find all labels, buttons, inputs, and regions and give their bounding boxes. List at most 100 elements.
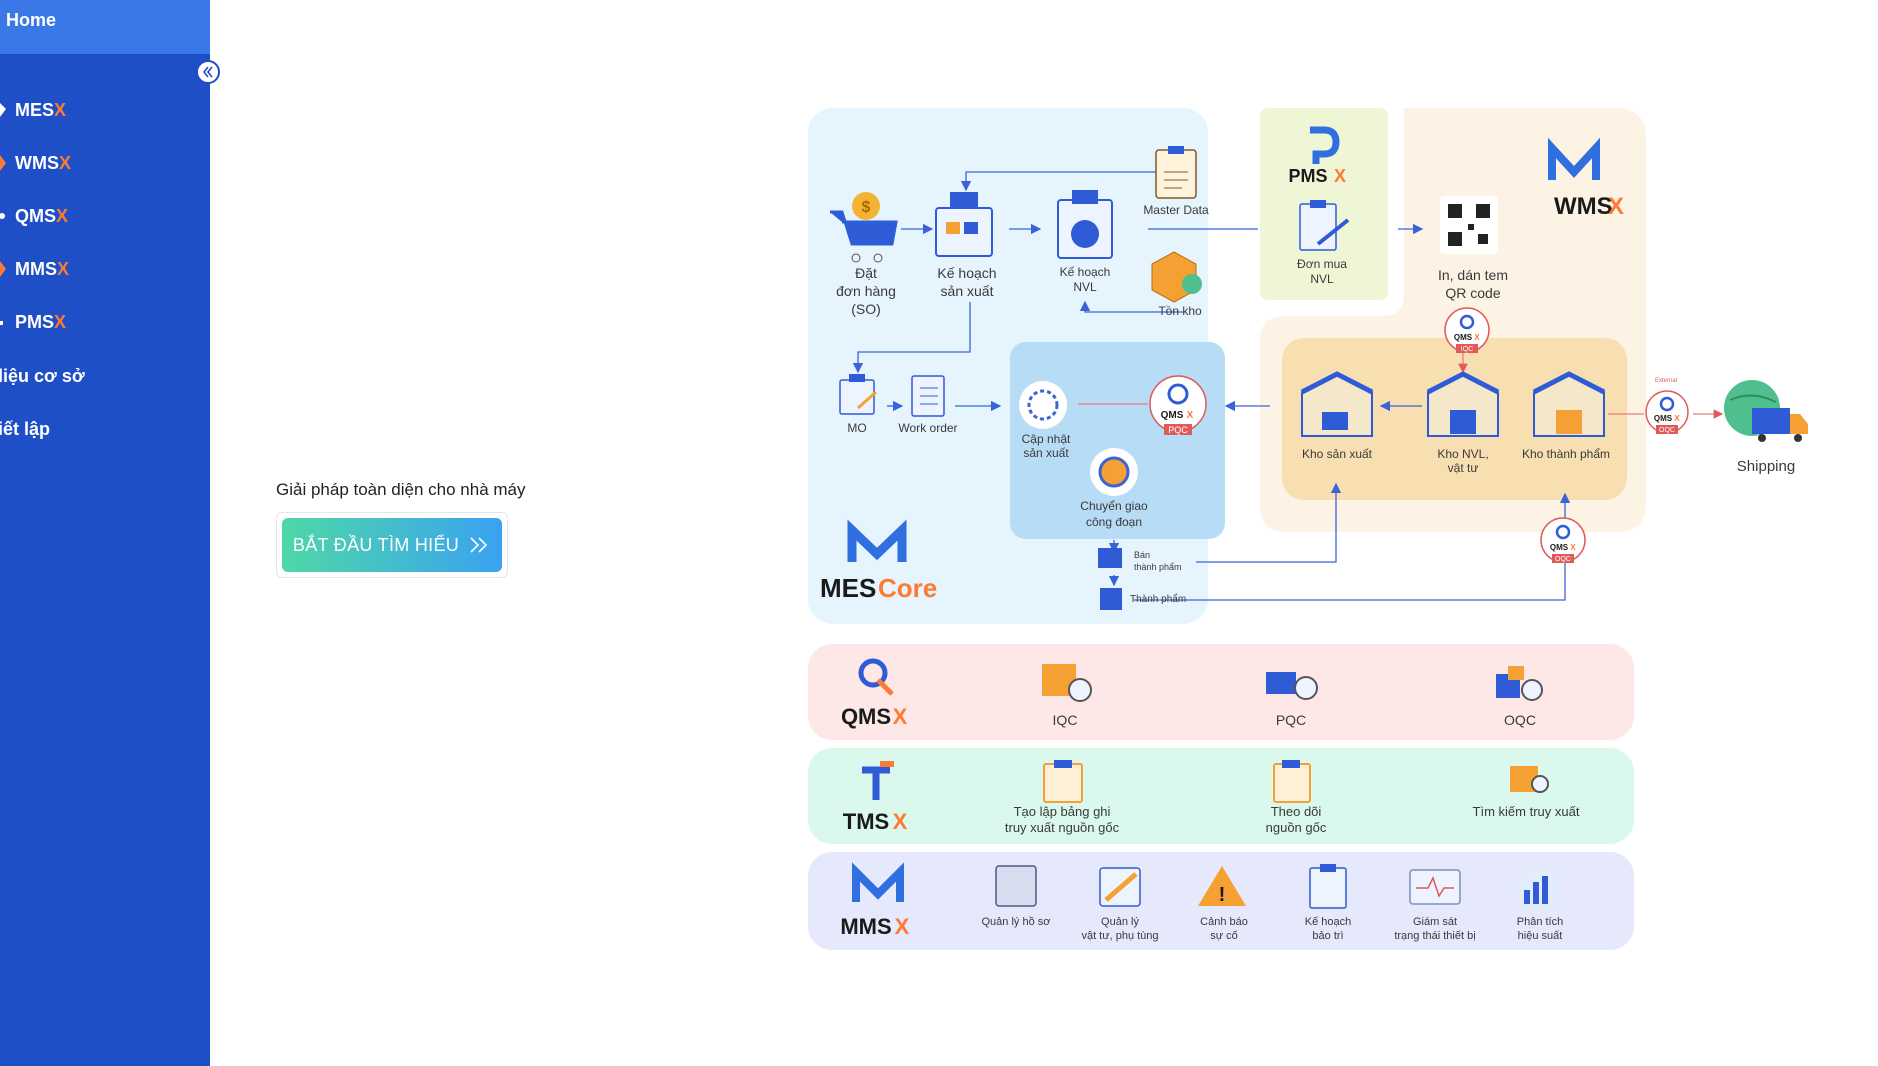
- po-label-2: NVL: [1310, 272, 1334, 286]
- badge-brand: QMS: [1161, 410, 1184, 421]
- qr-label-1: In, dán tem: [1438, 267, 1508, 283]
- sidebar-item-accent: X: [57, 258, 70, 279]
- track-origin-icon: [1273, 760, 1311, 803]
- tmsx-row-brand-accent: X: [893, 809, 908, 834]
- semi-label-2: thành phẩm: [1134, 562, 1182, 572]
- bar-icon: [1533, 882, 1539, 904]
- qmsx-external-oqc-badge: QMS X OQC: [1645, 390, 1689, 434]
- update-label-1: Cập nhật: [1022, 432, 1071, 446]
- badge-brand: QMS: [1454, 333, 1473, 342]
- sidebar-item-accent: X: [54, 311, 67, 332]
- mescore-logo-icon: [847, 519, 907, 562]
- work-order-icon: [911, 375, 945, 417]
- mo-label: MO: [847, 421, 866, 435]
- double-chevron-right-icon: [470, 537, 488, 553]
- sales-order-cart-icon: $: [830, 192, 898, 263]
- badge-label: IQC: [1461, 346, 1473, 353]
- material-plan-icon: [1057, 190, 1113, 259]
- shipping-truck-icon: [1724, 380, 1808, 442]
- mescore-brand-accent: Core: [878, 573, 937, 603]
- wmsx-brand-accent: X: [1608, 193, 1624, 220]
- wmsx-logo-icon: [1548, 137, 1600, 180]
- qmsx-row-brand-accent: X: [893, 704, 908, 729]
- badge-label: PQC: [1168, 425, 1188, 435]
- mmsx-item3-label-1: Cảnh báo: [1200, 916, 1248, 928]
- master-data-label: Master Data: [1143, 203, 1209, 217]
- pqc-icon: [1266, 672, 1318, 700]
- cta-label: BẮT ĐẦU TÌM HIỂU: [292, 534, 460, 555]
- badge-brand: QMS: [1550, 543, 1569, 552]
- double-chevron-left-icon: [202, 66, 213, 78]
- mmsx-logo-icon: [852, 862, 904, 902]
- record-management-icon: [995, 865, 1037, 907]
- pmsx-logo-icon: [1310, 126, 1340, 164]
- master-data-clipboard-icon: [1155, 146, 1197, 199]
- tmsx-item2-label-1: Theo dõi: [1271, 804, 1322, 819]
- collapse-sidebar-button[interactable]: [196, 60, 220, 84]
- plan-label-1: Kế hoạch: [937, 265, 996, 281]
- work-order-label: Work order: [898, 421, 957, 435]
- sidebar-item-settings[interactable]: iết lập: [0, 414, 50, 444]
- qmsx-oqc-badge: QMS X OQC: [1540, 517, 1586, 563]
- sidebar-item-label: MES: [15, 99, 55, 120]
- nvl-label-2: NVL: [1073, 280, 1097, 294]
- wmsx-logo-icon: [0, 155, 6, 171]
- stock-box-icon: [1151, 251, 1202, 303]
- so-label-3: (SO): [851, 301, 881, 317]
- qr-code-icon: [1440, 196, 1498, 254]
- sidebar-item-base-data[interactable]: liệu cơ sở: [0, 361, 85, 391]
- equipment-monitor-icon: [1409, 869, 1461, 905]
- connector: [852, 302, 971, 374]
- sidebar-item-accent: X: [54, 99, 67, 120]
- sidebar-item-home[interactable]: Home: [0, 0, 210, 54]
- mo-icon: [839, 374, 877, 415]
- tmsx-item1-label-2: truy xuất nguồn gốc: [1005, 820, 1120, 835]
- iqc-icon: [1042, 664, 1092, 702]
- sidebar-item-accent: X: [56, 205, 69, 226]
- maintenance-plan-icon: [1309, 867, 1347, 909]
- bar-icon: [1524, 890, 1530, 904]
- tmsx-item3-label: Tìm kiếm truy xuất: [1473, 804, 1580, 819]
- transfer-label-1: Chuyển giao: [1080, 499, 1148, 513]
- tmsx-row-brand: TMS: [843, 809, 889, 834]
- loading-ring-icon: [1027, 389, 1059, 421]
- tmsx-item1-label-1: Tạo lập bảng ghi: [1014, 804, 1111, 819]
- tmsx-row: [808, 748, 1634, 844]
- qmsx-logo-accent: [876, 678, 894, 696]
- mmsx-item5-label-1: Giám sát: [1413, 916, 1457, 928]
- sidebar-item-accent: X: [59, 152, 72, 173]
- production-warehouse-label: Kho sản xuất: [1302, 447, 1373, 461]
- sidebar-item-label: iết lập: [0, 418, 51, 439]
- connector: [960, 171, 1162, 192]
- start-learning-button[interactable]: BẮT ĐẦU TÌM HIỂU: [282, 518, 502, 572]
- nvl-label-1: Kế hoạch: [1060, 265, 1111, 279]
- so-label-2: đơn hàng: [836, 283, 896, 299]
- sidebar-item-label: MMS: [15, 258, 57, 279]
- svg-text:$: $: [862, 199, 871, 216]
- so-label-1: Đặt: [855, 265, 877, 281]
- bar-icon: [1542, 876, 1548, 904]
- pmsx-brand-accent: X: [1334, 166, 1346, 186]
- qmsx-pqc-label: PQC: [1276, 712, 1306, 728]
- create-trace-record-icon: [1043, 760, 1083, 803]
- sidebar-item-label: PMS: [15, 311, 55, 332]
- mmsx-item6-label-2: hiệu suất: [1518, 930, 1563, 942]
- connector: [1079, 300, 1183, 313]
- mmsx-item6-label-1: Phân tích: [1517, 916, 1563, 928]
- badge-label: OQC: [1555, 556, 1571, 563]
- mmsx-row-brand: MMS: [840, 914, 891, 939]
- mmsx-item4-label-1: Kế hoạch: [1305, 916, 1351, 928]
- wrench-icon: [1104, 872, 1138, 902]
- material-warehouse-label-2: vật tư: [1448, 461, 1479, 475]
- qmsx-iqc-label: IQC: [1053, 712, 1078, 728]
- stock-label: Tồn kho: [1158, 304, 1202, 318]
- external-label: External: [1655, 378, 1677, 384]
- finished-warehouse-icon: [1532, 371, 1606, 437]
- semi-finished-box-icon: [1098, 548, 1122, 568]
- warning-icon: [1198, 866, 1246, 906]
